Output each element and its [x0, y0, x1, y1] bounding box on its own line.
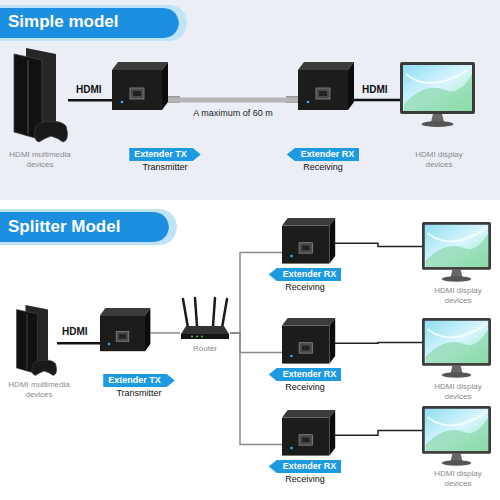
network-cable	[230, 333, 282, 353]
network-cable	[150, 332, 180, 334]
hdmi-display: HDMI display devices	[400, 62, 475, 128]
hdmi-display: HDMI display devices	[422, 222, 491, 283]
hdmi-display: HDMI display devices	[422, 318, 491, 379]
text-holder: Router	[173, 344, 237, 354]
device-caption: HDMI display devices	[421, 382, 495, 401]
extender-box	[298, 62, 354, 110]
text-holder: Extender RXReceiving	[260, 368, 350, 393]
hdmi-cable	[354, 99, 400, 102]
cable-label: HDMI	[362, 84, 396, 96]
text-holder: HDMI multimedia devices	[3, 380, 75, 399]
router-icon	[181, 298, 229, 339]
monitor	[422, 222, 491, 282]
hdmi-display: HDMI display devices	[422, 406, 491, 467]
label-holder: HDMI	[62, 326, 96, 338]
monitor	[400, 62, 475, 127]
label-holder: HDMI	[76, 84, 110, 96]
game-console	[17, 305, 57, 376]
section-panel: Splitter ModelHDMI multimedia devicesExt…	[0, 205, 500, 500]
section-ground	[0, 0, 500, 200]
text-holder: HDMI multimedia devices	[3, 150, 77, 169]
extender-transmitter: Extender TXTransmitter	[112, 62, 168, 110]
device-caption: Router	[173, 344, 237, 354]
text-holder: Extender TXTransmitter	[120, 148, 210, 173]
extender-tag: Extender TX	[129, 148, 201, 161]
section-tab	[0, 209, 177, 245]
extender-receiver: Extender RXReceiving	[282, 318, 335, 364]
section-heading: Splitter Model	[8, 217, 172, 237]
extender-tag: Extender RX	[269, 268, 342, 281]
hdmi-cable	[335, 342, 422, 344]
text-holder: Extender RXReceiving	[260, 460, 350, 485]
device-caption: HDMI display devices	[401, 150, 477, 169]
extender-receiver: Extender RXReceiving	[282, 410, 335, 456]
text-holder: Splitter Model	[8, 217, 172, 237]
hdmi-source: HDMI multimedia devices	[12, 305, 57, 376]
device-caption: HDMI multimedia devices	[3, 150, 77, 169]
role-caption: Transmitter	[120, 162, 210, 173]
role-caption: Receiving	[278, 162, 368, 173]
text-holder: Extender TXTransmitter	[94, 374, 184, 399]
text-holder: Extender RXReceiving	[278, 148, 368, 173]
extender-box	[282, 410, 335, 456]
text-holder: HDMI display devices	[421, 286, 495, 305]
text-holder: HDMI display devices	[401, 150, 477, 169]
device-caption: HDMI multimedia devices	[3, 380, 75, 399]
role-caption: Transmitter	[94, 388, 184, 399]
hdmi-cable	[335, 430, 422, 435]
device-caption: HDMI display devices	[421, 286, 495, 305]
network-cable	[168, 97, 298, 102]
role-caption: Receiving	[260, 282, 350, 293]
cable-label: HDMI	[76, 84, 110, 96]
extender-box	[282, 318, 335, 364]
cable-label: A maximum of 60 m	[183, 108, 283, 119]
section-tab	[0, 5, 187, 41]
monitor	[422, 406, 491, 466]
hdmi-cable	[57, 342, 100, 345]
label-holder: A maximum of 60 m	[183, 108, 283, 119]
device-caption: HDMI display devices	[421, 469, 495, 488]
text-holder: HDMI display devices	[421, 382, 495, 401]
extender-box	[112, 62, 168, 110]
extender-receiver: Extender RXReceiving	[282, 218, 335, 264]
monitor	[422, 318, 491, 378]
router: Router	[180, 296, 230, 340]
cable-label: HDMI	[62, 326, 96, 338]
hdmi-cable	[335, 243, 422, 246]
extender-receiver: Extender RXReceiving	[298, 62, 354, 110]
role-caption: Receiving	[260, 382, 350, 393]
role-caption: Receiving	[260, 474, 350, 485]
network-cable	[230, 333, 282, 445]
extender-box	[282, 218, 335, 264]
extender-tag: Extender TX	[103, 374, 175, 387]
extender-tag: Extender RX	[269, 460, 342, 473]
text-holder: Simple model	[8, 12, 177, 32]
hdmi-cable	[68, 99, 112, 102]
game-console	[14, 48, 67, 142]
extender-tag: Extender RX	[269, 368, 342, 381]
label-holder: HDMI	[362, 84, 396, 96]
section-heading: Simple model	[8, 12, 177, 32]
section-panel: Simple modelHDMI multimedia devicesExten…	[0, 0, 500, 200]
section-tab	[0, 8, 179, 38]
extender-transmitter: Extender TXTransmitter	[100, 308, 150, 351]
hdmi-source: HDMI multimedia devices	[8, 48, 68, 143]
extender-tag: Extender RX	[287, 148, 360, 161]
network-cable	[230, 253, 282, 333]
extender-box	[100, 308, 150, 351]
text-holder: Extender RXReceiving	[260, 268, 350, 293]
text-holder: HDMI display devices	[421, 469, 495, 488]
